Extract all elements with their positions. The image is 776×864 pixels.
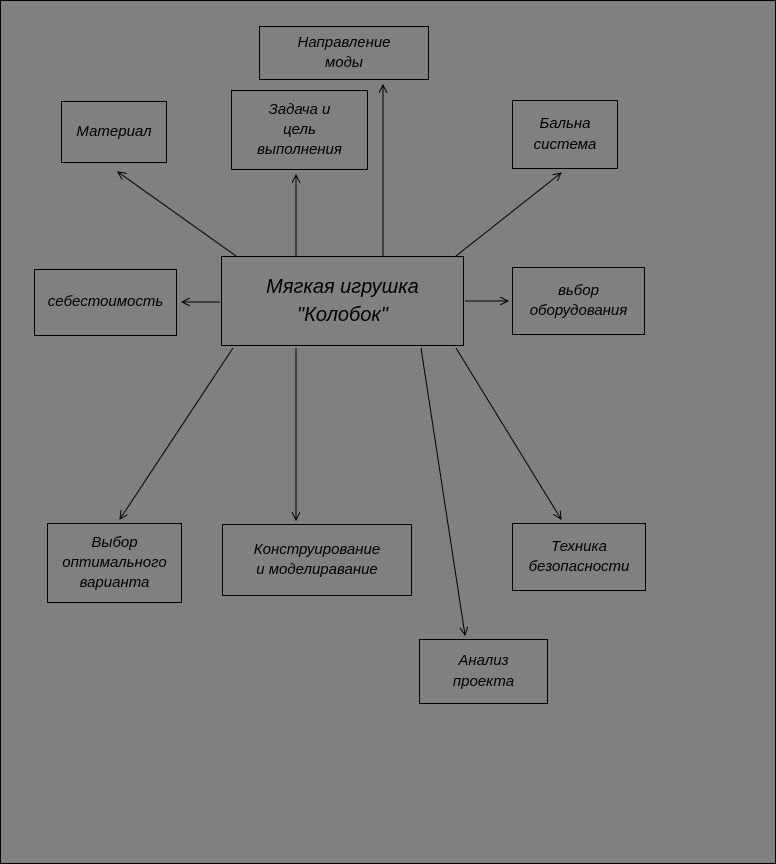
node-cost: себестоимость: [34, 269, 177, 336]
node-center: Мягкая игрушка "Колобок": [221, 256, 464, 346]
node-project-analysis: Анализ проекта: [419, 639, 548, 704]
arrow-to-optimal: [120, 347, 234, 519]
node-ball-system: Бальна система: [512, 100, 618, 169]
arrow-to-analysis: [420, 347, 465, 635]
node-construction-modeling: Конструирование и моделиравание: [222, 524, 412, 596]
node-safety: Техника безопасности: [512, 523, 646, 591]
node-equipment-choice: вьбор оборудования: [512, 267, 645, 335]
arrow-to-material: [118, 172, 237, 257]
arrow-to-ball-system: [455, 173, 561, 257]
node-material: Материал: [61, 101, 167, 163]
node-task-and-goal: Задача и цель выполнения: [231, 90, 368, 170]
node-optimal-variant: Выбор оптимального варианта: [47, 523, 182, 603]
arrow-to-safety: [455, 347, 561, 519]
node-fashion-direction: Направление моды: [259, 26, 429, 80]
